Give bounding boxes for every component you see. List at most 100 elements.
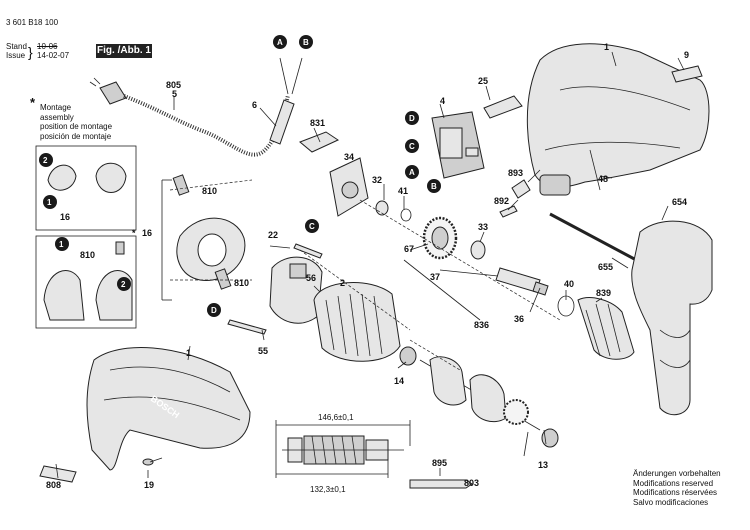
chuck-part <box>577 297 635 360</box>
label-67: 67 <box>404 244 414 254</box>
label-895: 895 <box>432 458 447 468</box>
marker-c-switch: C <box>405 139 419 153</box>
circlip-part-41 <box>400 208 412 222</box>
grease-tube-part <box>409 479 473 489</box>
inset-top-holder <box>47 162 127 193</box>
brush-cage-part <box>269 256 323 324</box>
lever-part-893 <box>511 179 531 199</box>
marker-d-terminal: D <box>207 303 221 317</box>
footnote-symbol: * <box>30 95 36 110</box>
label-893: 893 <box>508 168 523 178</box>
label-810-inset: 810 <box>80 250 95 260</box>
bar-part <box>589 149 601 191</box>
note-es: Salvo modificaciones <box>633 497 709 507</box>
label-19: 19 <box>144 480 154 490</box>
label-25: 25 <box>478 76 488 86</box>
label-6: 6 <box>252 100 257 110</box>
figure-label: Fig. /Abb. 1 <box>96 44 152 58</box>
label-831: 831 <box>310 118 325 128</box>
svg-text:2: 2 <box>43 156 48 165</box>
label-55: 55 <box>258 346 268 356</box>
terminal-part-55 <box>227 319 267 335</box>
label-892: 892 <box>494 196 509 206</box>
cover-part <box>299 131 340 153</box>
label-40: 40 <box>564 279 574 289</box>
label-9: 9 <box>684 50 689 60</box>
terminal-part-22 <box>293 243 323 259</box>
stand-label: Stand <box>6 42 27 51</box>
armature-part <box>419 356 541 431</box>
brush-holder-ring <box>172 174 246 290</box>
marker-a-cord: A <box>273 35 287 49</box>
label-5: 5 <box>172 89 177 99</box>
svg-text:B: B <box>431 182 437 191</box>
bearing-part-14 <box>399 346 417 366</box>
label-56: 56 <box>306 273 316 283</box>
bracket: } <box>28 44 33 60</box>
label-14: 14 <box>394 376 404 386</box>
marker-c-terminal: C <box>305 219 319 233</box>
screw-part-892 <box>499 205 518 218</box>
label-48: 48 <box>598 174 608 184</box>
screw-part-19 <box>142 457 163 466</box>
label-810-b: 810 <box>234 278 249 288</box>
label-13: 13 <box>538 460 548 470</box>
note-fr: Modifications réservées <box>633 488 718 497</box>
svg-text:1: 1 <box>47 198 52 207</box>
label-654: 654 <box>672 197 687 207</box>
label-1-top: 1 <box>604 42 609 52</box>
leader-lines <box>55 51 685 479</box>
document-number: 3 601 B18 100 <box>6 18 59 27</box>
label-plate-part <box>671 65 703 83</box>
label-16-main: 16 <box>142 228 152 238</box>
svg-text:A: A <box>409 168 415 177</box>
gear-part <box>422 216 458 260</box>
label-33: 33 <box>478 222 488 232</box>
power-cord <box>89 57 303 157</box>
svg-text:A: A <box>277 38 283 47</box>
label-32: 32 <box>372 175 382 185</box>
label-41: 41 <box>398 186 408 196</box>
svg-text:C: C <box>309 222 315 231</box>
svg-text:D: D <box>211 306 217 315</box>
label-655: 655 <box>598 262 613 272</box>
footnote-line-2: assembly <box>40 112 74 122</box>
label-808: 808 <box>46 480 61 490</box>
footnote-line-4: posición de montaje <box>40 131 112 141</box>
motor-housing-part <box>86 347 251 471</box>
modification-notes: Änderungen vorbehalten Modifications res… <box>633 469 721 507</box>
note-de: Änderungen vorbehalten <box>633 469 721 478</box>
marker-2-inset-bottom: 2 <box>117 277 131 291</box>
svg-text:1: 1 <box>59 240 64 249</box>
armature-dimension-drawing <box>275 420 411 478</box>
label-805: 805 <box>166 80 181 90</box>
issue-date: 14-02-07 <box>37 51 70 60</box>
housing-part <box>526 43 710 196</box>
washer-part-33 <box>470 240 486 260</box>
label-839: 839 <box>596 288 611 298</box>
brush-plate-part <box>329 157 369 217</box>
part-labels: 805 5 6 831 34 4 25 1 9 48 893 892 654 6… <box>46 42 689 490</box>
spindle-part <box>495 267 549 296</box>
label-803: 803 <box>464 478 479 488</box>
stator-part <box>313 282 401 362</box>
inset-brush-insert-box <box>35 235 137 329</box>
svg-text:2: 2 <box>121 280 126 289</box>
footnote-line-3: position de montage <box>40 122 113 131</box>
label-34: 34 <box>344 152 354 162</box>
label-2: 2 <box>340 278 345 288</box>
label-36: 36 <box>514 314 524 324</box>
marker-d-switch: D <box>405 111 419 125</box>
label-part-808 <box>39 465 77 483</box>
marker-1-inset-bottom: 1 <box>55 237 69 251</box>
label-asterisk: * <box>132 228 136 238</box>
stand-date: 10-06 <box>37 42 58 51</box>
marker-b-cord: B <box>299 35 313 49</box>
label-4: 4 <box>440 96 445 106</box>
marker-a-switch: A <box>405 165 419 179</box>
label-1-bottom: 1 <box>186 348 191 358</box>
dimension-armature-length: 146,6±0,1 <box>318 413 354 422</box>
marker-1-inset-top: 1 <box>43 195 57 209</box>
issue-label: Issue <box>6 51 26 60</box>
